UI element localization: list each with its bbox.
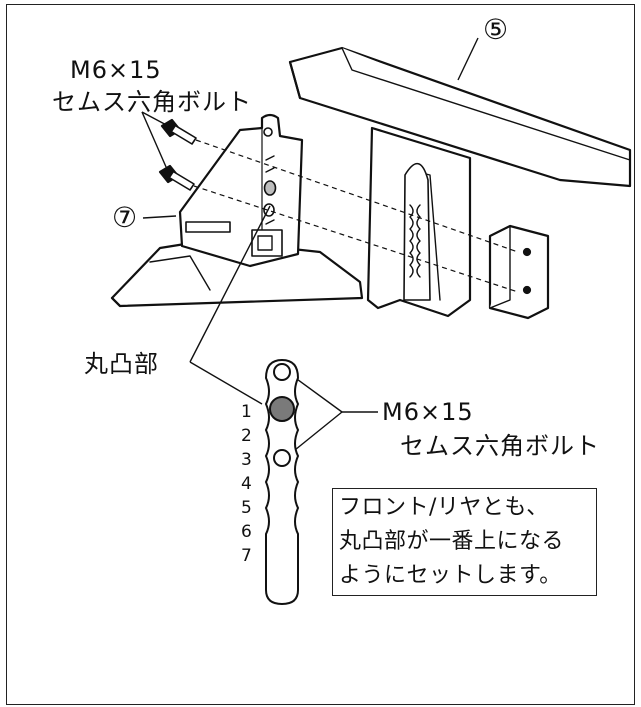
nut-plate <box>488 224 550 320</box>
foot-bracket-part-7 <box>110 113 364 308</box>
instruction-note: フロント/リヤとも、 丸凸部が一番上になる ようにセットします。 <box>332 488 597 596</box>
part-7-label: ⑦ <box>112 201 139 234</box>
hole-number-1: 1 <box>241 402 252 422</box>
top-bolt-spec-name: セムス六角ボルト <box>52 88 252 116</box>
note-line-3: ようにセットします。 <box>339 563 562 588</box>
crossbar-part-5 <box>288 46 632 318</box>
note-line-2: 丸凸部が一番上になる <box>339 529 565 554</box>
hole-number-4: 4 <box>241 474 252 494</box>
right-bolt-spec-name: セムス六角ボルト <box>400 432 600 460</box>
hole-number-5: 5 <box>241 498 252 518</box>
top-bolt-spec-size: M6×15 <box>70 56 162 84</box>
part-5-label: ⑤ <box>483 13 510 46</box>
slotted-rail <box>264 358 300 606</box>
hole-number-3: 3 <box>241 450 252 470</box>
hole-number-7: 7 <box>241 546 252 566</box>
right-bolt-spec-size: M6×15 <box>382 398 474 426</box>
hole-number-6: 6 <box>241 522 252 542</box>
note-line-1: フロント/リヤとも、 <box>339 495 549 520</box>
figure-frame <box>6 4 635 705</box>
hole-number-2: 2 <box>241 426 252 446</box>
bolts <box>158 118 197 191</box>
boss-label: 丸凸部 <box>84 350 159 378</box>
